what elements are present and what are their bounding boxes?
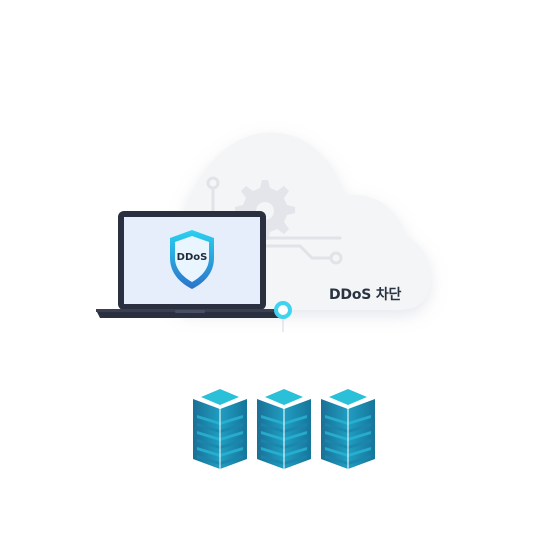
server-group [193,385,375,469]
shield-icon [170,230,214,289]
laptop-icon [96,211,282,318]
server-icon [193,385,247,469]
shield-label: DDoS [176,252,208,263]
server-icon [321,385,375,469]
connector-node [274,301,292,332]
cloud-label: DDoS 차단 [329,287,402,303]
server-icon [257,385,311,469]
